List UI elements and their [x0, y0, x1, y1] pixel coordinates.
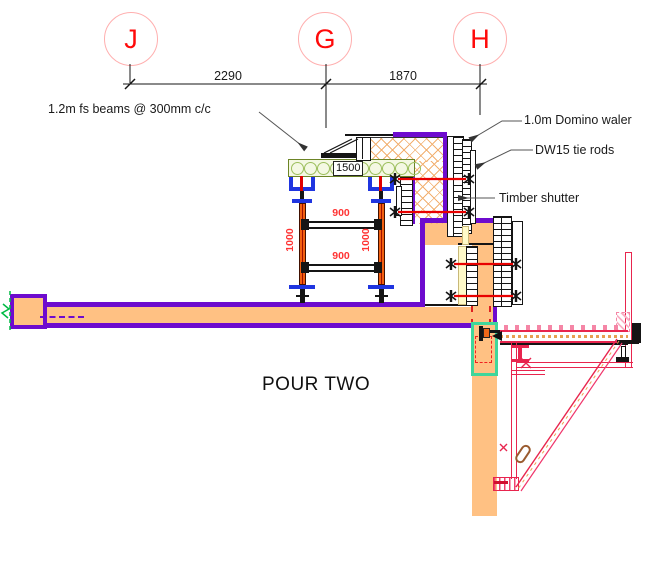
slab-top-form-face	[10, 302, 420, 307]
bracket-lower-chord	[516, 362, 633, 368]
leader-domino-waler	[468, 120, 522, 143]
dim-prop-right: 1000	[360, 228, 372, 252]
timber-packer-upper	[462, 226, 469, 245]
waler-rail-column-right	[512, 221, 523, 305]
ledger-top-clamp-left	[301, 219, 309, 230]
grid-bubble-j: J	[104, 12, 158, 66]
grid-bubble-h: H	[453, 12, 507, 66]
prop-neck-left	[300, 191, 304, 200]
ledger-bottom-clamp-right	[374, 262, 382, 273]
prop-base-right	[368, 285, 394, 289]
hidden-column-edge-right	[489, 306, 491, 325]
dim-ledger-bottom: 900	[332, 250, 350, 262]
deck-support-left-web	[518, 348, 522, 359]
bracket-back-rail	[625, 252, 632, 368]
grid-label-j: J	[124, 23, 138, 54]
bracket-platform-deck	[500, 330, 628, 343]
page-title: POUR TWO	[262, 374, 371, 395]
grid-bubble-g: G	[298, 12, 352, 66]
ledger-bottom-line2	[306, 270, 378, 272]
fs-beam-circle	[408, 161, 421, 175]
grid-lines	[129, 64, 481, 128]
slab-stopend-kicker	[10, 294, 47, 329]
slab-top-edge-line	[420, 304, 472, 306]
push-pull-strut	[323, 138, 359, 154]
slab-break-mark	[0, 291, 11, 332]
wall-left-form-face	[411, 160, 415, 224]
platform-plank-ticks	[504, 325, 622, 330]
ledger-bottom-clamp-left	[301, 262, 309, 273]
waler-stack-column-left	[466, 246, 478, 306]
rail-clamp	[632, 323, 641, 343]
beam-left-form-face	[420, 218, 425, 307]
label-tie-rods: DW15 tie rods	[535, 143, 615, 157]
label-domino-waler: 1.0m Domino waler	[524, 113, 632, 127]
bracket-foot-pin	[494, 481, 508, 484]
wall-top-line	[345, 134, 393, 136]
waler-stack-column-right-2	[501, 216, 512, 307]
pour-wall-hatch-top	[370, 137, 447, 162]
climbing-anchor-plate	[479, 326, 483, 341]
label-fs-beams: 1.2m fs beams @ 300mm c/c	[48, 102, 211, 116]
fs-beam-deck	[288, 159, 421, 177]
beam-soffit-line	[458, 243, 497, 245]
leader-fs-beams	[258, 111, 308, 152]
concrete-slab	[12, 307, 472, 323]
deck-clamp-right-plate	[617, 340, 639, 344]
leader-tie-rods	[474, 149, 533, 170]
grid-label-h: H	[470, 23, 490, 54]
anchor-hidden-outline	[475, 336, 492, 363]
fs-beam-circle	[395, 161, 408, 175]
deck-timber-infill	[500, 335, 628, 338]
waler-rail-wall-left	[396, 186, 402, 216]
anchor-highlight-box	[471, 322, 498, 376]
grid-label-g: G	[314, 23, 336, 54]
ledger-top-line2	[306, 227, 378, 229]
prop-foot-plate-left	[296, 295, 309, 297]
dimension-line	[123, 78, 487, 90]
strut-base-plate	[321, 153, 356, 158]
prop-tube-line-left	[302, 204, 303, 284]
slab-hidden-dashed-line	[40, 316, 84, 318]
stopend-shutter-line	[362, 137, 363, 159]
prop-foot-plate-right	[375, 295, 388, 297]
ledger-top-clamp-right	[374, 219, 382, 230]
climbing-anchor-pin	[480, 330, 500, 333]
slab-bottom-form-face	[10, 323, 472, 328]
bracket-foot-shoe	[493, 477, 519, 491]
dim-span-gh: 1870	[389, 69, 417, 83]
fs-beam-circle	[382, 161, 395, 175]
dim-ledger-top: 900	[332, 207, 350, 219]
waler-rail-wall-right	[470, 150, 476, 224]
fs-beam-circle	[291, 161, 304, 175]
prop-collar-left	[292, 199, 312, 203]
wall-top-form-face	[393, 132, 447, 137]
label-timber-shutter: Timber shutter	[499, 191, 580, 205]
fs-beam-circle	[304, 161, 317, 175]
hidden-column-edge-left	[471, 306, 473, 325]
ledger-top-line1	[306, 221, 378, 223]
ledger-bottom-line1	[306, 264, 378, 266]
stopend-shutter-panel	[356, 137, 371, 161]
dim-prop-left: 1000	[284, 228, 296, 252]
forkhead-pin-left	[300, 176, 303, 193]
forkhead-pin-right	[379, 176, 382, 193]
climbing-anchor-cone	[483, 328, 490, 338]
fs-beam-circle	[317, 161, 330, 175]
prop-collar-right	[371, 199, 391, 203]
prop-neck-right	[379, 191, 383, 200]
wall-right-form-face	[443, 132, 447, 223]
deck-width-dim: 1500	[333, 161, 364, 176]
deck-clamp-right-foot	[616, 357, 629, 362]
slab-end-form-face	[493, 307, 497, 325]
prop-base-left	[289, 285, 315, 289]
prop-tube-line-right	[381, 204, 382, 284]
fs-beam-circle	[369, 161, 382, 175]
dim-span-jg: 2290	[214, 69, 242, 83]
